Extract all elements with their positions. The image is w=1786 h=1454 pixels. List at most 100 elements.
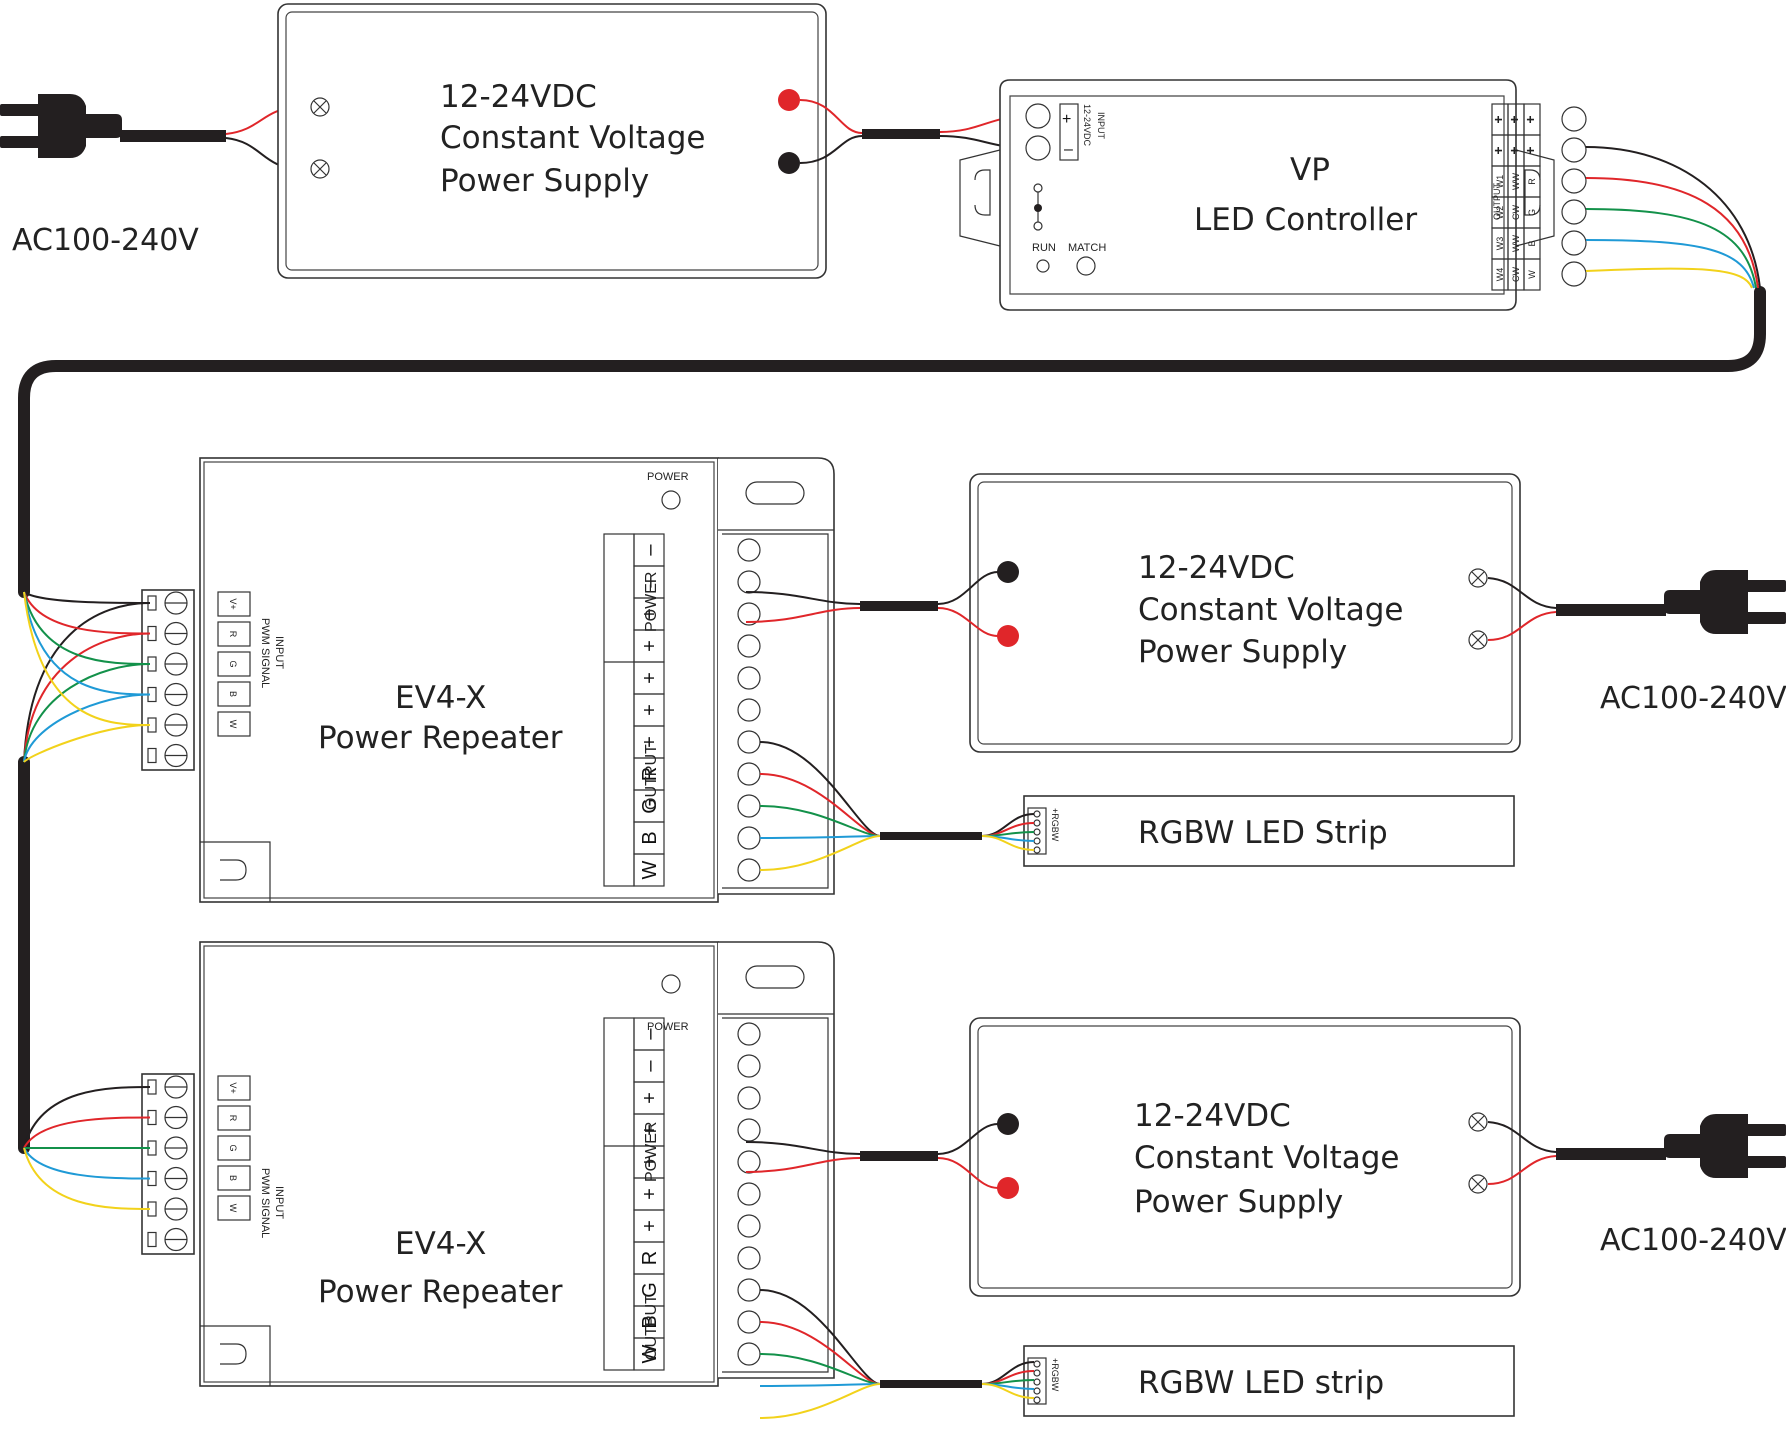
top-psu-line2: Constant Voltage [440, 120, 706, 156]
output-terminal-symbol: – [639, 576, 661, 588]
psu-3-ac-red [1487, 1155, 1557, 1185]
output-terminal [737, 1086, 761, 1110]
ac-3-label: AC100-240V [1600, 1223, 1786, 1258]
controller-output-cell-label: + [1522, 115, 1538, 123]
controller-output-cell-label: + [1490, 115, 1506, 123]
controller-output-cell-label: W1 [1495, 175, 1505, 189]
repeater-1-pwm-label: PWM SIGNAL [259, 618, 271, 688]
top-power-supply: 12-24VDC Constant Voltage Power Supply [277, 3, 827, 279]
controller-output-cell-label: W3 [1495, 237, 1505, 251]
controller-output-cell-label: CW [1511, 205, 1521, 220]
repeater-2-power-label: POWER [647, 1021, 689, 1033]
controller-output-terminal [1561, 230, 1587, 256]
repeater-2-title: EV4-X [395, 1226, 486, 1262]
controller-output-cell-label: CW [1511, 267, 1521, 282]
output-terminal-label-box [633, 853, 665, 887]
output-terminal [737, 1150, 761, 1174]
output-terminal [737, 1022, 761, 1046]
input-terminal-label-box [217, 591, 251, 617]
output-terminal-symbol: + [639, 608, 661, 620]
power-supply-2 [969, 473, 1521, 753]
output-terminal [737, 634, 761, 658]
top-ac-label: AC100-240V [12, 223, 199, 258]
controller-output-terminals [1561, 106, 1587, 287]
output-terminal-symbol: + [639, 672, 661, 684]
controller-output-terminal [1561, 168, 1587, 194]
controller-output-red [1585, 177, 1759, 289]
controller-match-button[interactable] [1076, 256, 1096, 276]
psu-3-ac-black [1487, 1121, 1557, 1153]
output-terminal [737, 1214, 761, 1238]
repeater-2-pwm-label: PWM SIGNAL [259, 1168, 271, 1238]
ac-plug-2 [1556, 570, 1786, 634]
input-connector [141, 1073, 195, 1255]
top-psu-negative-terminal [778, 152, 800, 174]
input-terminal-label: B [228, 691, 238, 697]
strip-1-label: RGBW LED Strip [1138, 815, 1388, 851]
psu-2-line3: Power Supply [1138, 634, 1347, 670]
controller-output-terminal [1561, 199, 1587, 225]
output-terminal-symbol: B [639, 831, 661, 844]
controller-input-positive [1025, 103, 1051, 129]
input-terminal-label: B [228, 1175, 238, 1181]
output-terminal [737, 602, 761, 626]
vp-led-controller: + – INPUT 12-24VDC RUN MATCH VP LED Cont… [959, 79, 1587, 311]
power-supply-3 [969, 1017, 1521, 1297]
top-psu-dc-black [799, 135, 863, 164]
controller-output-blue [1585, 239, 1755, 289]
repeater-2-output-group-label: OUTPUT [643, 1294, 660, 1360]
psu-2-line1: 12-24VDC [1138, 550, 1295, 586]
output-terminal-symbol: – [639, 1028, 661, 1040]
controller-run-label: RUN [1032, 242, 1056, 254]
signal-cable-main [18, 286, 1766, 598]
controller-output-cell-label: G [1527, 209, 1537, 216]
output-terminal [737, 1246, 761, 1270]
controller-output-cell-label: WW [1511, 235, 1521, 252]
controller-output-cell-label: B [1527, 240, 1537, 246]
input-terminal-label: W [228, 720, 238, 729]
controller-input-negative [1025, 135, 1051, 161]
output-terminal [737, 1182, 761, 1206]
input-terminal-label: V+ [228, 1082, 238, 1093]
output-terminal-symbol: R [639, 767, 661, 781]
controller-output-cell-label: WW [1511, 173, 1521, 190]
controller-input-voltage: 12-24VDC [1082, 104, 1092, 147]
ac-plug-3 [1556, 1114, 1786, 1178]
input-terminal-label: W [228, 1204, 238, 1213]
controller-output-terminal [1561, 261, 1587, 287]
output-terminal-label-box [633, 1337, 665, 1371]
input-terminal-label-box [217, 1135, 251, 1161]
controller-output-label: OUTPUT [1492, 183, 1502, 221]
controller-output-cell-label: + [1506, 115, 1522, 123]
top-psu-ac-terminal-1 [310, 97, 330, 117]
output-terminal-symbol: R [639, 1251, 661, 1265]
power-led [661, 490, 681, 510]
controller-output-yellow [1585, 267, 1753, 289]
mount-slot [745, 965, 805, 989]
controller-output-cell-label: R [1527, 178, 1537, 185]
mount-slot [220, 1343, 247, 1365]
controller-output-cell-label: W4 [1495, 268, 1505, 282]
controller-match-label: MATCH [1068, 242, 1106, 254]
output-terminal [737, 538, 761, 562]
top-psu-dc-red [799, 99, 863, 134]
controller-output-terminal [1561, 106, 1587, 132]
output-terminal-symbol: + [639, 1156, 661, 1168]
output-terminal [737, 666, 761, 690]
controller-output-terminal [1561, 137, 1587, 163]
repeater-1-title: EV4-X [395, 680, 486, 716]
psu-2-ac-red [1487, 611, 1557, 641]
strip-2-pins: +RGBW [1050, 1358, 1060, 1392]
top-ac-plug [0, 94, 226, 158]
repeater-1-power-label: POWER [647, 471, 689, 483]
controller-output-cell-label: + [1490, 146, 1506, 154]
controller-title: VP [1290, 152, 1330, 188]
repeater-2-subtitle: Power Repeater [318, 1274, 563, 1310]
output-terminal-symbol: + [639, 1124, 661, 1136]
output-terminal-symbol: W [639, 1344, 661, 1363]
output-terminal [737, 698, 761, 722]
output-terminal-symbol: + [639, 736, 661, 748]
input-terminal-label-box [217, 1075, 251, 1101]
input-terminal-label-box [217, 681, 251, 707]
